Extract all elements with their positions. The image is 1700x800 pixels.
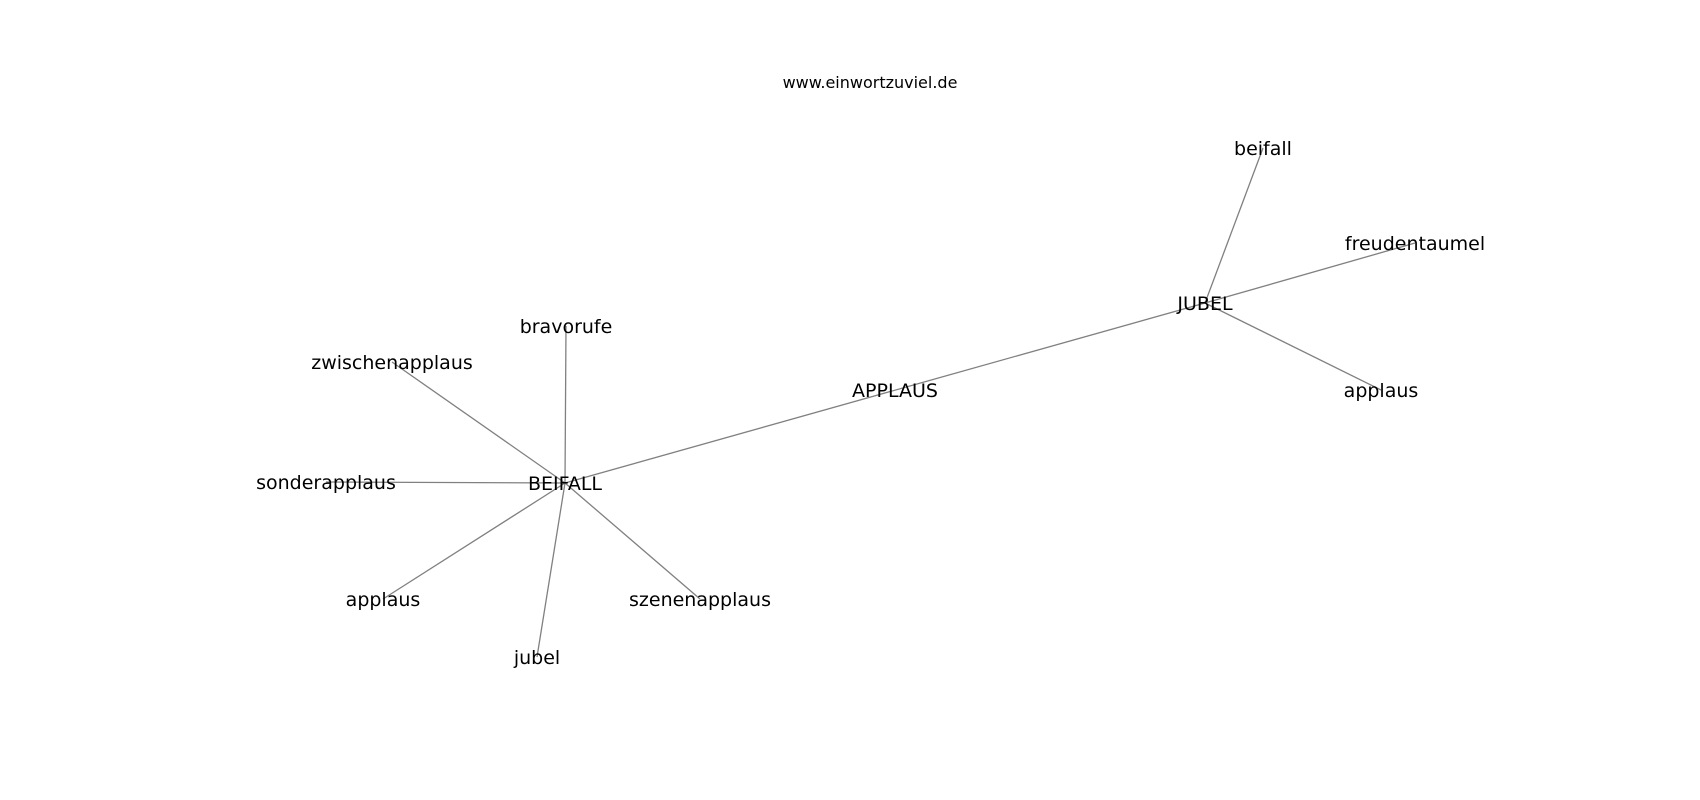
node-label-bravorufe: bravorufe [520, 316, 613, 338]
edge-jubel-beifall [1204, 147, 1264, 304]
node-label-beifall: beifall [1234, 138, 1292, 160]
edge-beifall-zwischenapplaus [391, 361, 566, 484]
source-url-label: www.einwortzuviel.de [783, 73, 958, 92]
edge-beifall-applaus_b [382, 482, 566, 600]
node-label-applaus-j: applaus [1344, 380, 1419, 402]
node-label-sonderapplaus: sonderapplaus [256, 472, 396, 494]
node-label-freudentaumel: freudentaumel [1345, 233, 1485, 255]
node-label-szenenapplaus: szenenapplaus [629, 589, 771, 611]
node-label-zwischenapplaus: zwischenapplaus [311, 352, 473, 374]
node-label-applaus: APPLAUS [852, 380, 938, 402]
edge-jubel-freudentaumel [1204, 242, 1416, 304]
node-label-beifall: BEIFALL [528, 473, 602, 495]
edge-beifall-bravorufe [564, 325, 567, 484]
edge-layer [325, 147, 1416, 658]
edge-beifall-szenenapplaus [564, 482, 701, 600]
edge-beifall-jubel [536, 482, 566, 658]
node-label-applaus-b: applaus [346, 589, 421, 611]
node-label-jubel: JUBEL [1176, 293, 1233, 315]
edge-jubel-applaus_j [1204, 302, 1382, 391]
edge-beifall-sonderapplaus [325, 481, 566, 484]
node-label-jubel: jubel [513, 647, 560, 669]
node-layer: APPLAUS BEIFALL JUBEL bravorufe zwischenappl… [256, 138, 1485, 669]
edge-beifall-jubel [564, 302, 1206, 484]
